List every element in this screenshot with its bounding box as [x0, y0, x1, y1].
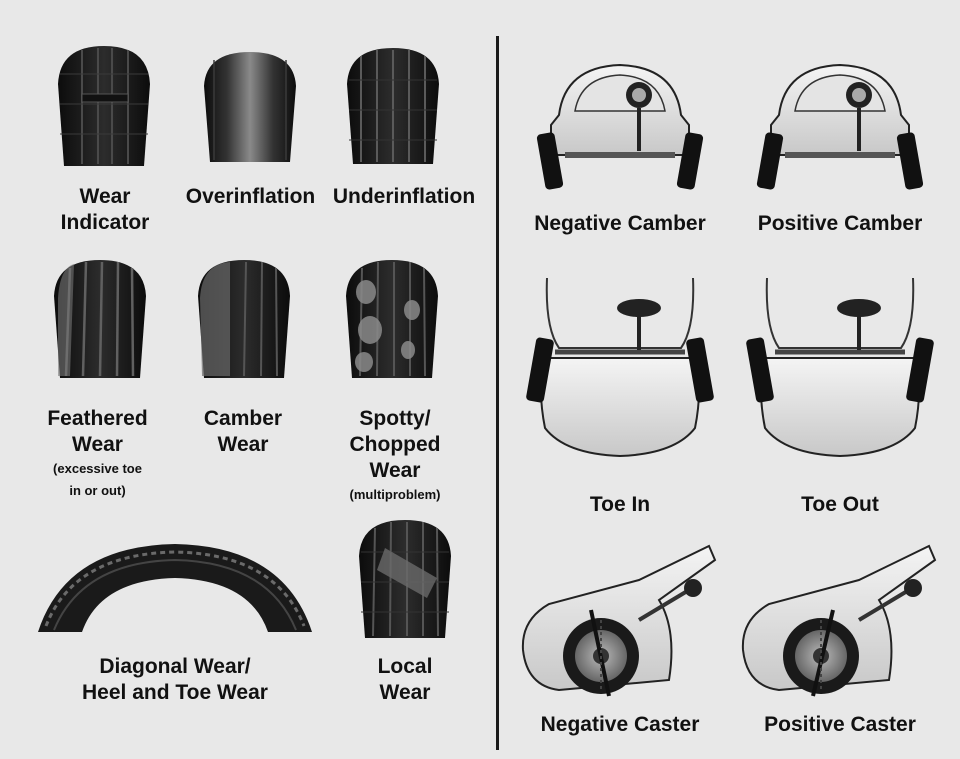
toe-in-panel: Toe In	[515, 268, 725, 518]
local-wear-panel: Local Wear	[335, 518, 475, 718]
local-wear-label-2: Wear	[379, 681, 431, 704]
negative-camber-panel: Negative Camber	[515, 55, 725, 245]
wear-indicator-label-2: Indicator	[60, 211, 150, 234]
toe-out-label: Toe Out	[801, 493, 879, 516]
toe-in-car-icon	[526, 277, 714, 458]
diagonal-wear-tire-icon	[38, 544, 312, 632]
positive-caster-label: Positive Caster	[764, 713, 916, 736]
feathered-wear-note-1: (excessive toe	[53, 461, 142, 476]
toe-in-label: Toe In	[589, 493, 651, 516]
camber-wear-label-1: Camber	[203, 407, 283, 430]
overinflation-panel: Overinflation	[178, 40, 323, 240]
spotty-wear-note: (multiproblem)	[349, 487, 441, 502]
spotty-wear-label-2: Chopped	[349, 433, 441, 456]
negative-camber-label: Negative Camber	[534, 212, 706, 235]
positive-caster-panel: Positive Caster	[735, 540, 945, 745]
toe-out-car-icon	[746, 277, 934, 458]
negative-caster-label: Negative Caster	[540, 713, 700, 736]
positive-caster-car-icon	[741, 544, 937, 697]
positive-camber-label: Positive Camber	[757, 212, 923, 235]
diagonal-wear-panel: Diagonal Wear/ Heel and Toe Wear	[30, 528, 320, 708]
diagonal-wear-label-1: Diagonal Wear/	[99, 655, 251, 678]
camber-wear-panel: Camber Wear	[178, 258, 308, 458]
underinflation-tire-icon	[347, 48, 439, 164]
underinflation-panel: Underinflation	[325, 40, 483, 240]
spotty-wear-panel: Spotty/ Chopped Wear (multiproblem)	[320, 258, 470, 508]
feathered-wear-tire-icon	[54, 260, 146, 378]
wear-indicator-tire-icon	[58, 46, 150, 166]
negative-caster-panel: Negative Caster	[515, 540, 725, 745]
camber-wear-label-2: Wear	[217, 433, 269, 456]
local-wear-label-1: Local	[377, 655, 433, 678]
spotty-wear-tire-icon	[346, 260, 438, 378]
positive-camber-panel: Positive Camber	[735, 55, 945, 245]
center-divider	[496, 36, 499, 750]
negative-camber-car-icon	[536, 63, 704, 190]
positive-camber-car-icon	[756, 63, 924, 190]
wear-indicator-label-1: Wear	[79, 185, 131, 208]
underinflation-label: Underinflation	[332, 185, 476, 208]
feathered-wear-label-1: Feathered	[47, 407, 148, 430]
feathered-wear-panel: Feathered Wear (excessive toe in or out)	[30, 258, 165, 508]
wear-indicator-panel: Wear Indicator	[40, 40, 170, 240]
feathered-wear-label-2: Wear	[72, 433, 123, 456]
spotty-wear-label-1: Spotty/	[359, 407, 431, 430]
negative-caster-car-icon	[521, 544, 717, 697]
toe-out-panel: Toe Out	[735, 268, 945, 518]
feathered-wear-note-2: in or out)	[69, 483, 126, 498]
spotty-wear-label-3: Wear	[369, 459, 421, 482]
local-wear-tire-icon	[359, 520, 451, 638]
diagonal-wear-label-2: Heel and Toe Wear	[82, 681, 268, 704]
overinflation-tire-icon	[204, 52, 296, 162]
overinflation-label: Overinflation	[185, 185, 316, 208]
camber-wear-tire-icon	[198, 260, 290, 378]
